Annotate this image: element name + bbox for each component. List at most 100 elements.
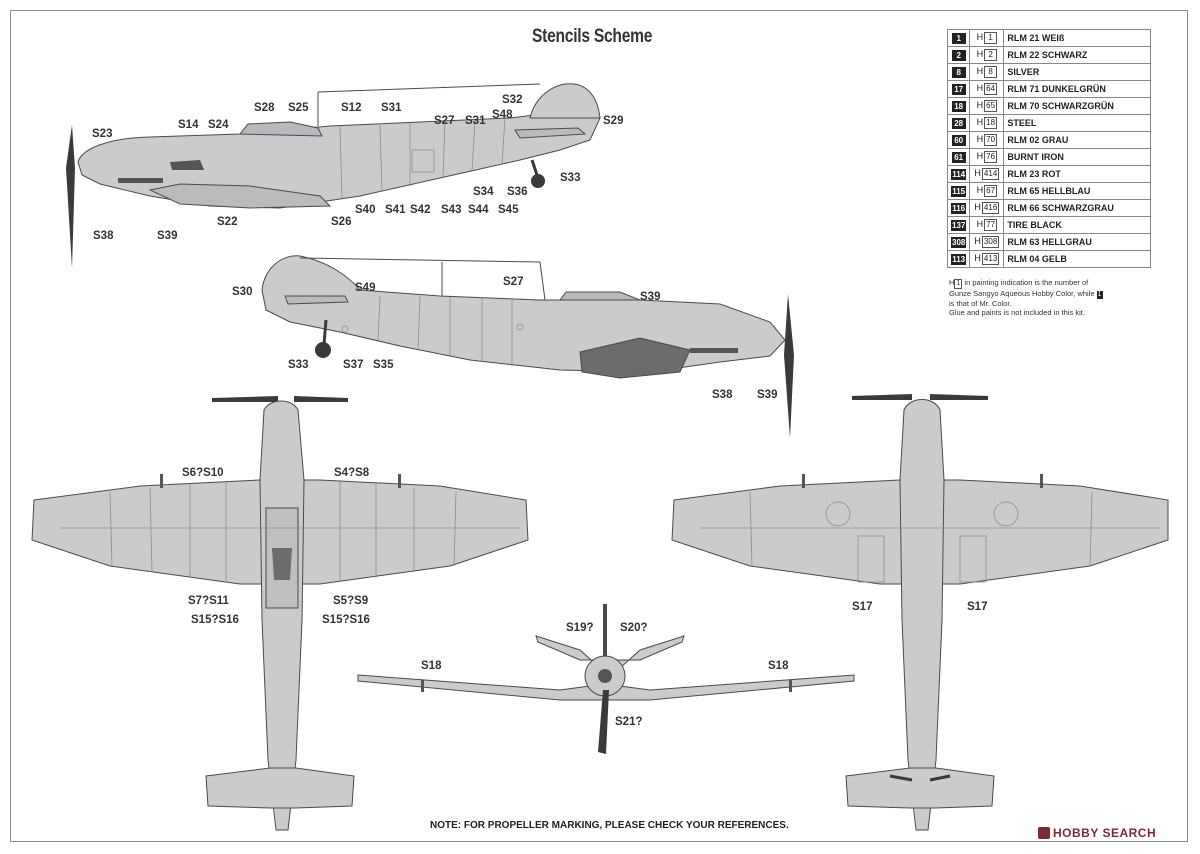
- stencil-label: S44: [468, 204, 489, 216]
- stencil-label: S49: [355, 282, 376, 294]
- color-name: RLM 22 SCHWARZ: [1003, 46, 1152, 64]
- color-name: BURNT IRON: [1003, 148, 1152, 166]
- stencil-label: S45: [498, 204, 519, 216]
- color-name: RLM 04 GELB: [1003, 250, 1152, 268]
- stencil-label: S7?S11: [188, 595, 229, 607]
- sheet-border: [10, 10, 1188, 842]
- color-name: SILVER: [1003, 63, 1152, 81]
- stencil-label: S33: [560, 172, 581, 184]
- stencil-label: S40: [355, 204, 376, 216]
- stencil-label: S26: [331, 216, 352, 228]
- h-color-number: 77: [984, 219, 998, 231]
- stencil-label: S23: [92, 128, 113, 140]
- h-color-number: 414: [981, 168, 1000, 180]
- color-name: RLM 65 HELLBLAU: [1003, 182, 1152, 200]
- mr-color-number: 8: [951, 66, 966, 78]
- propeller-note: NOTE: FOR PROPELLER MARKING, PLEASE CHEC…: [430, 820, 789, 831]
- stencil-label: S5?S9: [333, 595, 369, 607]
- h-color-number: 70: [984, 134, 998, 146]
- mr-color-cell: 137: [946, 216, 971, 234]
- h-letter: H: [976, 49, 984, 59]
- mr-color-number: 116: [951, 202, 967, 214]
- stencil-label: S17: [852, 601, 873, 613]
- stencil-label: S18: [768, 660, 789, 672]
- stencil-label: S15?S16: [322, 614, 370, 626]
- color-name: RLM 70 SCHWARZGRÜN: [1003, 97, 1152, 115]
- top-view: [31, 396, 529, 831]
- mr-color-number: 60: [951, 134, 966, 146]
- h-color-number: 2: [984, 49, 998, 61]
- h-letter: H: [976, 66, 984, 76]
- mr-color-number: 18: [951, 100, 966, 112]
- stencil-label: S14: [178, 119, 199, 131]
- h-letter: H: [974, 253, 981, 263]
- stencil-label: S6?S10: [182, 467, 224, 479]
- mr-color-cell: 116: [946, 199, 971, 217]
- h-color-number: 67: [984, 185, 998, 197]
- stencil-label: S37: [343, 359, 364, 371]
- stencil-label: S43: [441, 204, 462, 216]
- color-name: RLM 66 SCHWARZGRAU: [1003, 199, 1152, 217]
- stencil-label: S36: [507, 186, 528, 198]
- h-color-number: 76: [984, 151, 998, 163]
- mr-color-cell: 18: [946, 97, 971, 115]
- h-letter: H: [976, 117, 984, 127]
- stencil-label: S19?: [566, 622, 594, 634]
- stencil-label: S4?S8: [334, 467, 370, 479]
- note-part2: is that of Mr. Color.: [949, 299, 1012, 308]
- stencil-label: S41: [385, 204, 406, 216]
- mr-color-cell: 308: [946, 233, 971, 251]
- mr-color-cell: 60: [946, 131, 971, 149]
- stencil-label: S31: [381, 102, 402, 114]
- h-letter: H: [976, 185, 984, 195]
- stencil-label: S38: [93, 230, 114, 242]
- mr-color-cell: 2: [946, 46, 971, 64]
- h-letter: H: [976, 151, 984, 161]
- mr-color-number: 2: [951, 49, 966, 61]
- mr-color-number: 114: [951, 168, 967, 180]
- h-letter: H: [974, 168, 981, 178]
- mr-color-number: 115: [951, 185, 967, 197]
- h-color-number: 413: [981, 253, 1000, 265]
- stencil-label: S33: [288, 359, 309, 371]
- color-name: STEEL: [1003, 114, 1152, 132]
- h-color-number: 8: [984, 66, 998, 78]
- h-example-box: 1: [954, 279, 963, 289]
- mr-color-cell: 114: [946, 165, 971, 183]
- mr-example-box: 1: [1096, 291, 1103, 299]
- mr-color-cell: 115: [946, 182, 971, 200]
- color-name: RLM 63 HELLGRAU: [1003, 233, 1152, 251]
- stencil-label: S42: [410, 204, 431, 216]
- stencil-label: S27: [434, 115, 455, 127]
- h-letter: H: [976, 134, 984, 144]
- mr-color-number: 17: [951, 83, 966, 95]
- mr-color-cell: 28: [946, 114, 971, 132]
- note-line2: Glue and paints is not included in this …: [949, 308, 1085, 317]
- stencil-label: S25: [288, 102, 309, 114]
- mr-color-number: 28: [951, 117, 966, 129]
- stencil-label: S22: [217, 216, 238, 228]
- color-name: RLM 21 WEIß: [1003, 29, 1152, 47]
- stencil-label: S30: [232, 286, 253, 298]
- h-letter: H: [976, 32, 984, 42]
- stencil-label: S31: [465, 115, 486, 127]
- stencil-label: S12: [341, 102, 362, 114]
